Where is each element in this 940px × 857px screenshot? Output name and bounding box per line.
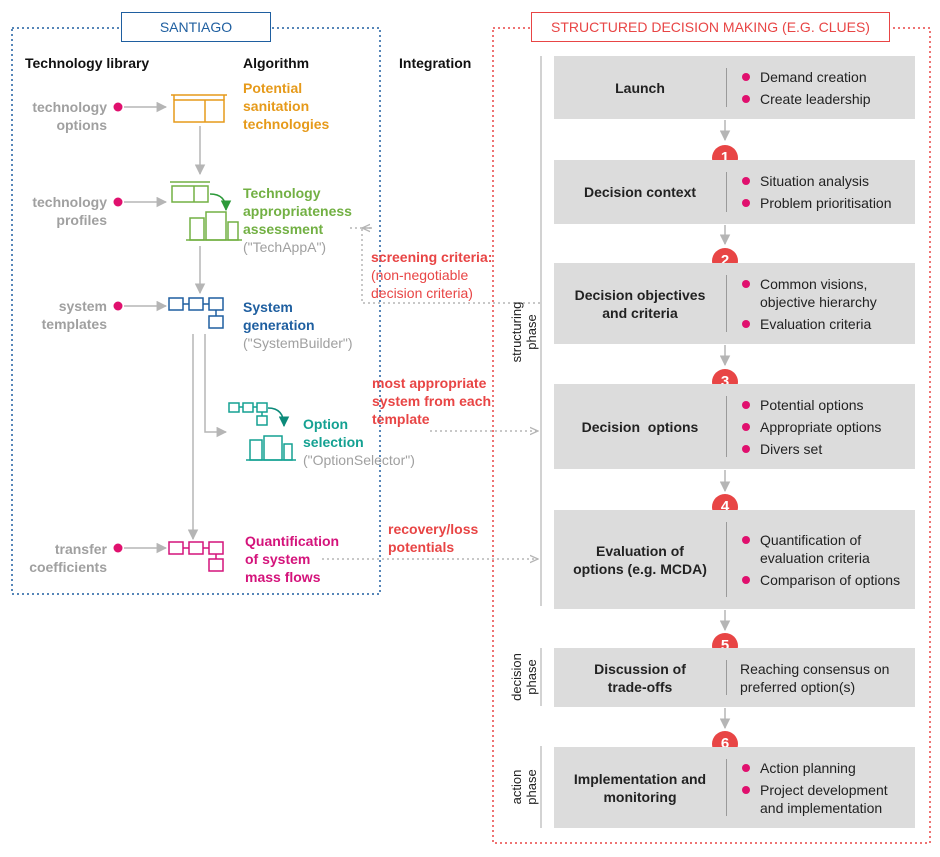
step-bullets: Quantification of evaluation criteria Co… (740, 510, 911, 609)
bullet-dot (742, 400, 750, 409)
bullet-dot (742, 177, 750, 185)
library-line: profiles (56, 212, 107, 228)
step-name: Launch (615, 79, 665, 96)
col-integration: Integration (399, 55, 472, 71)
bullet-dot (742, 535, 750, 544)
bullet-item: Appropriate options (740, 418, 911, 436)
bullet-item: Action planning (740, 759, 911, 777)
step-divider (726, 660, 727, 695)
library-line: transfer (54, 541, 107, 557)
bullet-dot (742, 94, 750, 103)
bullet-dot (742, 785, 750, 794)
santiago-title: SANTIAGO (121, 12, 271, 42)
step-bullets: Action planning Project development and … (740, 747, 911, 828)
library-line: system (58, 298, 107, 314)
step-launch: Launch Demand creation Create leadership (554, 56, 915, 119)
step-divider (726, 172, 727, 212)
step-plain-text: Reaching consensus on preferred option(s… (740, 660, 890, 695)
step-divider (726, 522, 727, 597)
bullet-dot (742, 575, 750, 584)
bullet-item: Comparison of options (740, 571, 911, 589)
bullet-dot (742, 422, 750, 431)
santiago-frame (11, 27, 381, 595)
library-line: technology (32, 99, 107, 115)
col-technology-library: Technology library (25, 55, 150, 71)
icon-system-generation (168, 297, 224, 329)
icon-option-selection (228, 402, 296, 461)
step-bullets: Common visions, objective hierarchy Eval… (740, 263, 911, 344)
bullet-dot (742, 444, 750, 453)
library-transfer-coefficients: transfer coefficients (0, 540, 107, 576)
bullet-item: Problem prioritisation (740, 194, 911, 212)
bullet-item: Divers set (740, 440, 911, 458)
step-decision-options: Decision options Potential options Appro… (554, 384, 915, 469)
bullet-item: Quantification of evaluation criteria (740, 531, 911, 567)
integration-screening-criteria: screening criteria: (non-negotiable deci… (371, 249, 493, 301)
step-bullets: Demand creation Create leadership (740, 56, 911, 119)
icon-tech-appropriateness (170, 181, 242, 241)
library-line: technology (32, 194, 107, 210)
step-bullets: Reaching consensus on preferred option(s… (740, 648, 911, 707)
bullet-dot (742, 199, 750, 207)
step-divider (726, 275, 727, 332)
integration-connectors (322, 228, 540, 559)
sdm-frame (492, 27, 931, 844)
library-line: coefficients (29, 559, 107, 575)
icon-potential-tech (171, 94, 227, 123)
sdm-title: STRUCTURED DECISION MAKING (E.G. CLUES) (531, 12, 890, 42)
bullet-dot (742, 763, 750, 772)
step-bullets: Potential options Appropriate options Di… (740, 384, 911, 469)
bullet-item: Common visions, objective hierarchy (740, 275, 911, 311)
bullet-item: Potential options (740, 396, 911, 414)
step-divider (726, 759, 727, 816)
bullet-item: Situation analysis (740, 172, 911, 190)
library-line: templates (41, 316, 107, 332)
bullet-item: Project development and implementation (740, 781, 911, 817)
library-line: options (56, 117, 107, 133)
library-arrows (113, 101, 168, 554)
algorithm-flow-arrows (187, 126, 228, 541)
icon-mass-flows (168, 541, 224, 572)
bullet-dot (742, 279, 750, 288)
bullet-dot (742, 319, 750, 328)
bullet-item: Demand creation (740, 68, 911, 86)
library-technology-profiles: technology profiles (0, 193, 107, 229)
bullet-item: Evaluation criteria (740, 315, 911, 333)
bullet-dot (742, 72, 750, 81)
col-algorithm: Algorithm (243, 55, 310, 71)
library-system-templates: system templates (0, 297, 107, 333)
bullet-item: Create leadership (740, 90, 911, 108)
step-name: Decision context (583, 184, 697, 200)
step-divider (726, 68, 727, 107)
step-name: Decision options (581, 418, 699, 435)
library-technology-options: technology options (0, 98, 107, 134)
step-divider (726, 396, 727, 457)
step-decision-context: Decision context Situation analysis Prob… (554, 160, 915, 224)
step-bullets: Situation analysis Problem prioritisatio… (740, 160, 911, 224)
